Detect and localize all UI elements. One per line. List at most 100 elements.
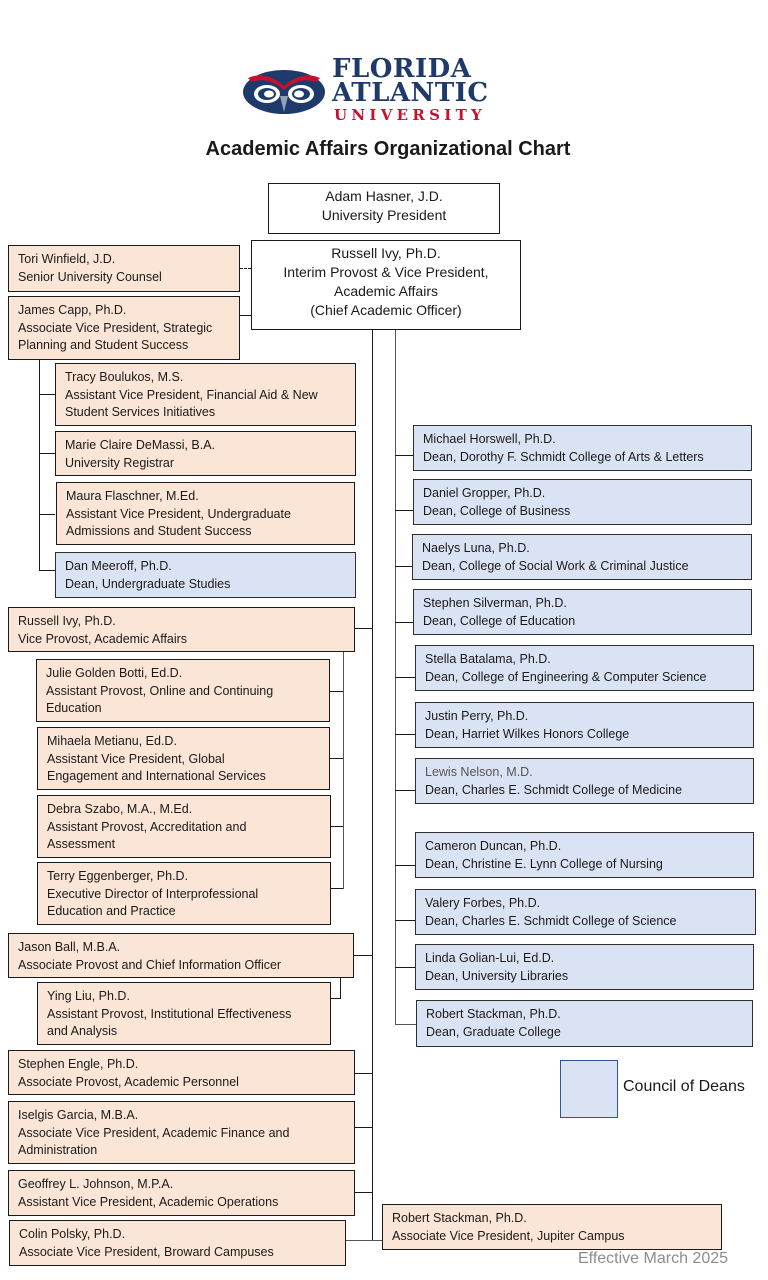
counsel-box[interactable]: Tori Winfield, J.D. Senior University Co… [8, 245, 240, 292]
person-name: Colin Polsky, Ph.D. [19, 1227, 126, 1241]
capp-branch [39, 360, 40, 571]
connector-demassi [39, 453, 55, 454]
dean-box[interactable]: Valery Forbes, Ph.D. Dean, Charles E. Sc… [415, 889, 756, 935]
connector-dean-2 [395, 566, 413, 567]
dean-box[interactable]: Cameron Duncan, Ph.D. Dean, Christine E.… [415, 832, 754, 878]
president-title: University President [321, 207, 447, 223]
connector-dean-10 [395, 1024, 416, 1025]
president-name: Adam Hasner, J.D. [325, 188, 443, 204]
person-title: Dean, Christine E. Lynn College of Nursi… [425, 856, 663, 871]
dean-box[interactable]: Daniel Gropper, Ph.D. Dean, College of B… [413, 479, 752, 525]
person-title: Education and Practice [47, 904, 176, 918]
logo-florida: FLORIDA [332, 54, 472, 84]
person-title: Education [46, 701, 102, 715]
person-name: Ying Liu, Ph.D. [47, 989, 130, 1003]
person-title: Dean, Charles E. Schmidt College of Medi… [425, 782, 683, 797]
person-title: Administration [18, 1143, 98, 1157]
connector-johnson [354, 1192, 372, 1193]
dean-box[interactable]: Stella Batalama, Ph.D. Dean, College of … [415, 645, 754, 691]
org-box-polsky[interactable]: Colin Polsky, Ph.D. Associate Vice Presi… [9, 1220, 346, 1266]
org-box-liu[interactable]: Ying Liu, Ph.D. Assistant Provost, Insti… [37, 982, 331, 1045]
connector-polsky-jupiter [345, 1240, 383, 1241]
org-box-meeroff[interactable]: Dan Meeroff, Ph.D. Dean, Undergraduate S… [55, 552, 356, 598]
person-name: Valery Forbes, Ph.D. [425, 896, 541, 910]
person-name: Justin Perry, Ph.D. [425, 709, 529, 723]
person-name: James Capp, Ph.D. [18, 303, 127, 317]
person-title: Assistant Vice President, Undergraduate [66, 506, 291, 521]
page-title: Academic Affairs Organizational Chart [205, 138, 571, 160]
org-box-ball[interactable]: Jason Ball, M.B.A. Associate Provost and… [8, 933, 354, 978]
connector-szabo [330, 826, 343, 827]
org-box-garcia[interactable]: Iselgis Garcia, M.B.A. Associate Vice Pr… [8, 1101, 355, 1164]
connector-vice-provost [354, 628, 372, 629]
person-title: Dean, University Libraries [425, 968, 569, 983]
person-name: Cameron Duncan, Ph.D. [425, 839, 562, 853]
org-box-johnson[interactable]: Geoffrey L. Johnson, M.P.A. Assistant Vi… [8, 1170, 355, 1216]
provost-title-line: (Chief Academic Officer) [310, 302, 462, 318]
person-name: Dan Meeroff, Ph.D. [65, 559, 172, 573]
person-title: Dean, College of Engineering & Computer … [425, 669, 707, 684]
dean-box[interactable]: Stephen Silverman, Ph.D. Dean, College o… [413, 589, 752, 635]
person-name: Mihaela Metianu, Ed.D. [47, 734, 177, 748]
connector-garcia [354, 1127, 372, 1128]
connector-metianu [330, 758, 343, 759]
dean-box[interactable]: Robert Stackman, Ph.D. Dean, Graduate Co… [416, 1000, 753, 1047]
person-title: Admissions and Student Success [66, 524, 252, 538]
person-name: Naelys Luna, Ph.D. [422, 541, 530, 555]
connector-meeroff [39, 570, 55, 571]
person-title: Assistant Vice President, Financial Aid … [65, 387, 318, 402]
connector-dean-9 [395, 967, 415, 968]
person-name: Geoffrey L. Johnson, M.P.A. [18, 1177, 174, 1191]
person-title: Associate Vice President, Jupiter Campus [392, 1228, 625, 1243]
person-title: Assistant Vice President, Global [47, 751, 225, 766]
counsel-name: Tori Winfield, J.D. [18, 252, 116, 266]
owl-icon [243, 70, 325, 114]
person-name: Julie Golden Botti, Ed.D. [46, 666, 183, 680]
person-name: Robert Stackman, Ph.D. [426, 1007, 561, 1021]
connector-dean-3 [395, 622, 413, 623]
provost-name: Russell Ivy, Ph.D. [331, 245, 441, 261]
org-box-metianu[interactable]: Mihaela Metianu, Ed.D. Assistant Vice Pr… [37, 727, 330, 790]
connector-dean-7 [395, 865, 415, 866]
person-name: Debra Szabo, M.A., M.Ed. [47, 802, 193, 816]
org-box-eggenberger[interactable]: Terry Eggenberger, Ph.D. Executive Direc… [37, 862, 331, 925]
person-name: Stella Batalama, Ph.D. [425, 652, 551, 666]
org-box-demassi[interactable]: Marie Claire DeMassi, B.A. University Re… [55, 431, 356, 476]
org-box-vice-provost[interactable]: Russell Ivy, Ph.D. Vice Provost, Academi… [8, 607, 355, 652]
person-title: University Registrar [65, 455, 175, 470]
connector-ball [354, 955, 372, 956]
person-title: Student Services Initiatives [65, 405, 216, 419]
org-box-boulukos[interactable]: Tracy Boulukos, M.S. Assistant Vice Pres… [55, 363, 356, 426]
dean-box[interactable]: Justin Perry, Ph.D. Dean, Harriet Wilkes… [415, 702, 754, 748]
dean-box[interactable]: Lewis Nelson, M.D. Dean, Charles E. Schm… [415, 758, 754, 804]
connector-eggenberger [330, 888, 343, 889]
person-title: Dean, Dorothy F. Schmidt College of Arts… [423, 449, 704, 464]
connector-dean-0 [395, 455, 413, 456]
person-title: Dean, Charles E. Schmidt College of Scie… [425, 913, 677, 928]
connector-capp [240, 315, 251, 316]
org-box-botti[interactable]: Julie Golden Botti, Ed.D. Assistant Prov… [36, 659, 330, 722]
org-box-engle[interactable]: Stephen Engle, Ph.D. Associate Provost, … [8, 1050, 355, 1095]
connector-dean-4 [395, 677, 415, 678]
provost-title-line: Academic Affairs [333, 283, 438, 299]
person-name: Robert Stackman, Ph.D. [392, 1211, 527, 1225]
person-title: Associate Vice President, Strategic [18, 320, 213, 335]
dean-box[interactable]: Michael Horswell, Ph.D. Dean, Dorothy F.… [413, 425, 752, 471]
vice-provost-branch [343, 651, 344, 889]
person-name: Iselgis Garcia, M.B.A. [18, 1108, 139, 1122]
org-box-flaschner[interactable]: Maura Flaschner, M.Ed. Assistant Vice Pr… [56, 482, 355, 545]
org-box-szabo[interactable]: Debra Szabo, M.A., M.Ed. Assistant Provo… [37, 795, 331, 858]
president-box[interactable]: Adam Hasner, J.D. University President [268, 183, 500, 234]
org-box-capp[interactable]: James Capp, Ph.D. Associate Vice Preside… [8, 296, 240, 360]
person-title: Assistant Provost, Accreditation and [47, 819, 247, 834]
dean-box[interactable]: Naelys Luna, Ph.D. Dean, College of Soci… [412, 534, 752, 580]
org-box-jupiter[interactable]: Robert Stackman, Ph.D. Associate Vice Pr… [382, 1204, 722, 1250]
logo-university: UNIVERSITY [334, 106, 487, 124]
person-name: Stephen Silverman, Ph.D. [423, 596, 567, 610]
provost-title-line: Interim Provost & Vice President, [283, 264, 489, 280]
provost-box[interactable]: Russell Ivy, Ph.D. Interim Provost & Vic… [251, 240, 521, 330]
person-title: Vice Provost, Academic Affairs [18, 631, 188, 646]
dean-box[interactable]: Linda Golian-Lui, Ed.D. Dean, University… [415, 944, 754, 990]
person-title: Dean, Undergraduate Studies [65, 576, 231, 591]
person-title: Dean, Graduate College [426, 1024, 561, 1039]
